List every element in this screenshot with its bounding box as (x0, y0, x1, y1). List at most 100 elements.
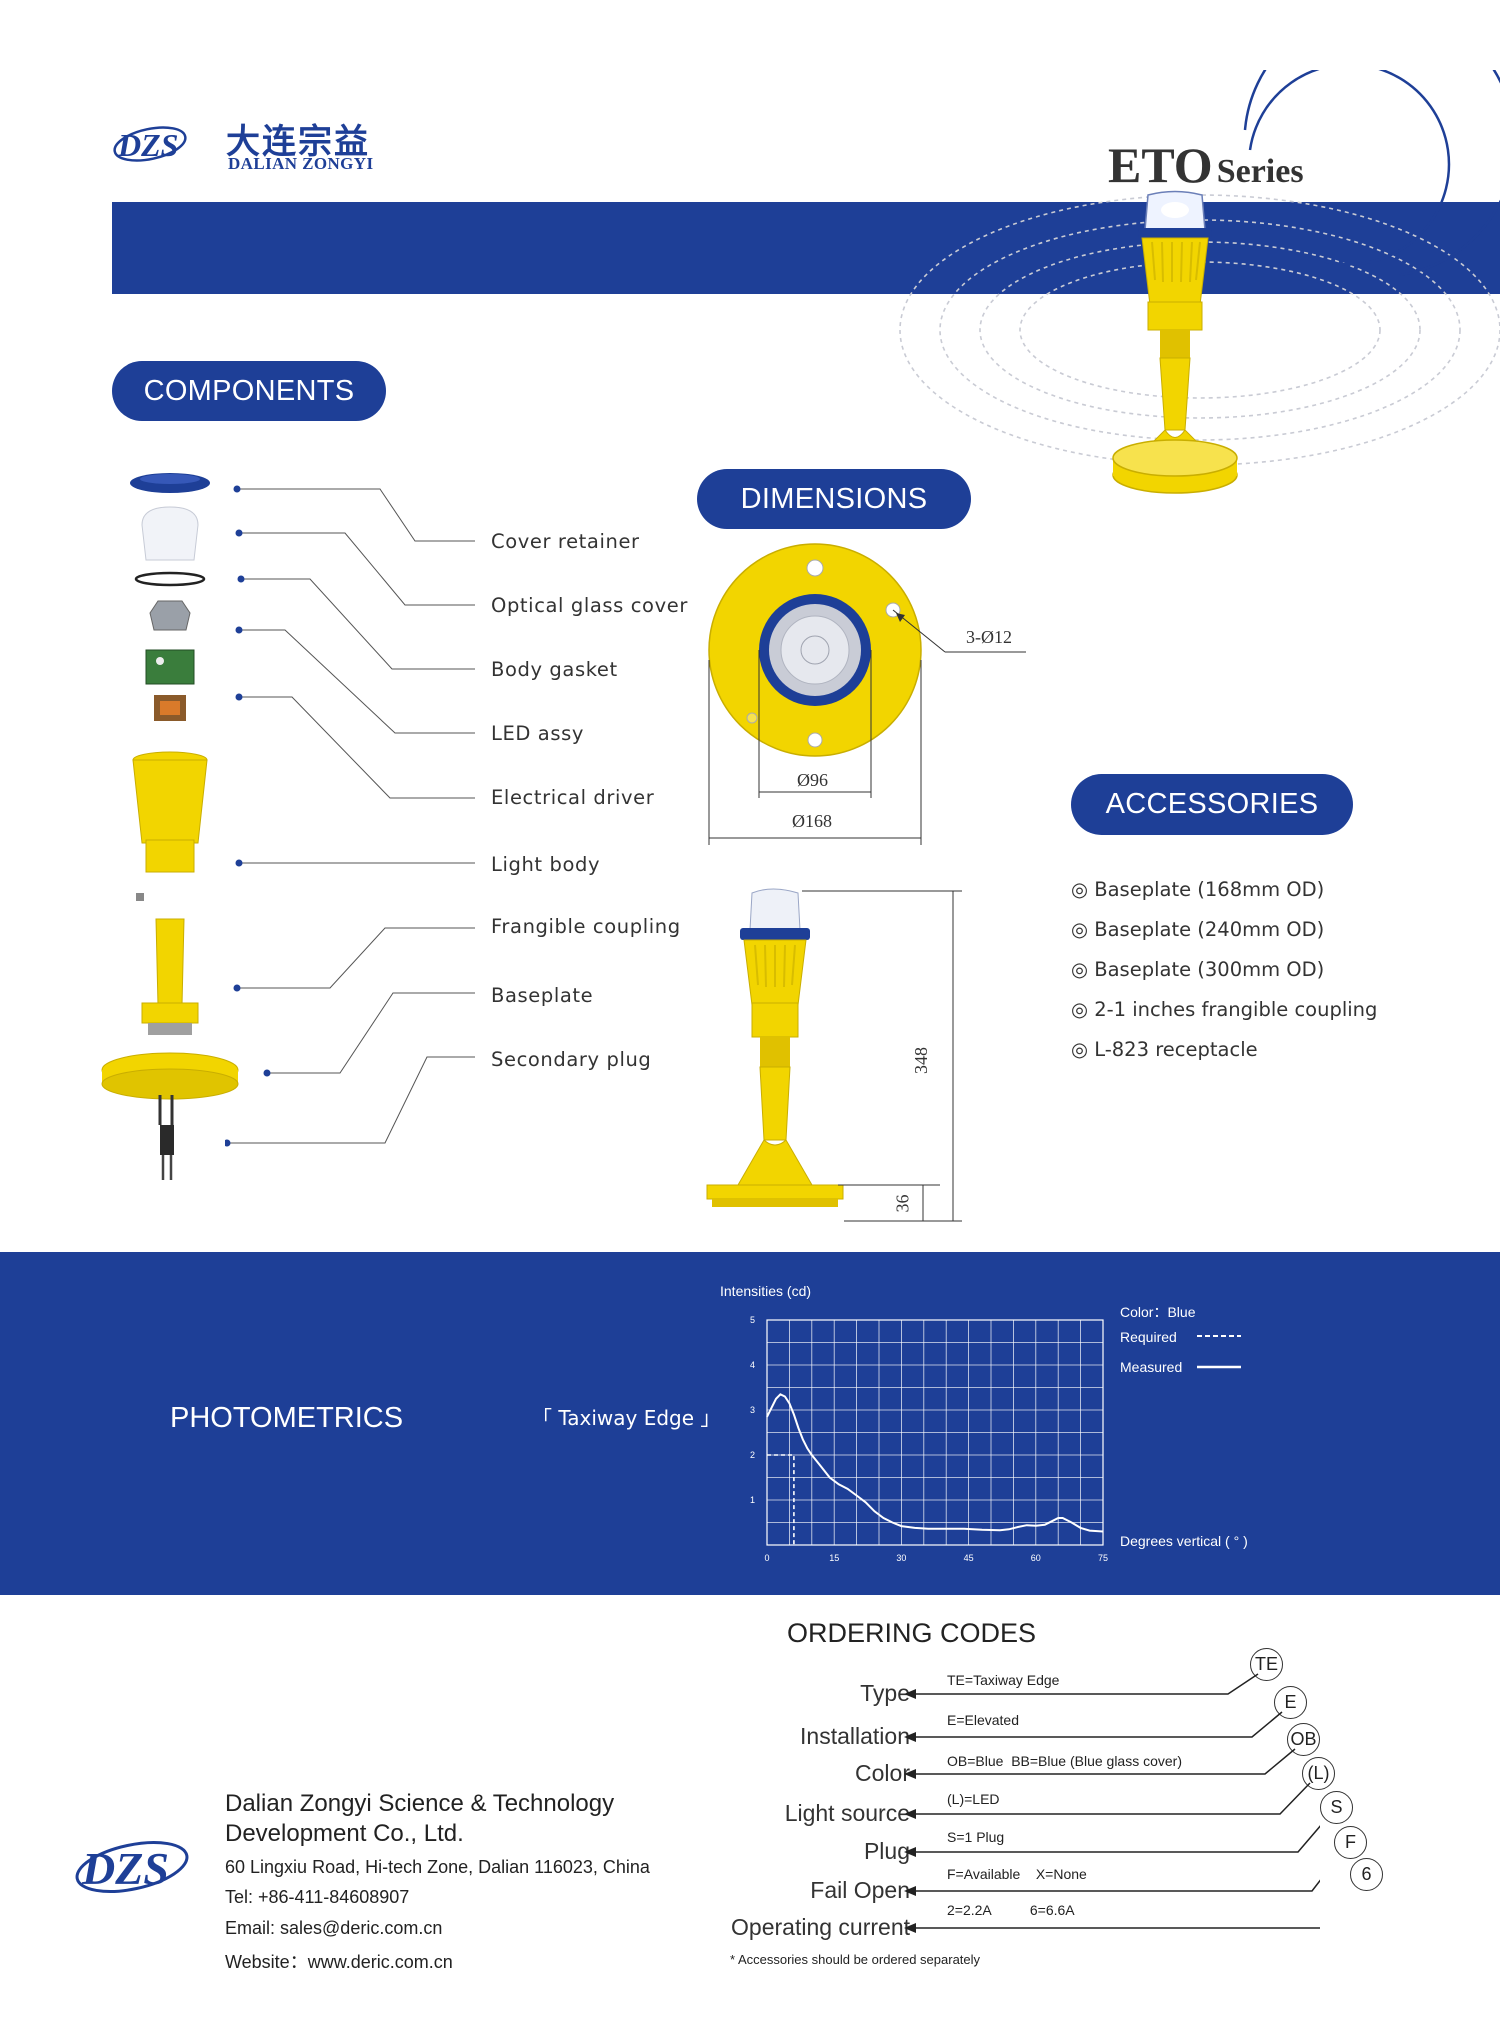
legend-required: Required (1120, 1329, 1177, 1345)
svg-text:DZS: DZS (81, 1843, 169, 1894)
x-tick-label: 0 (764, 1553, 769, 1563)
component-label-secondary-plug: Secondary plug (491, 1048, 652, 1071)
components-exploded-view (101, 473, 239, 1180)
company-tel: Tel: +86-411-84608907 (225, 1887, 410, 1907)
ordering-label: Plug (863, 1838, 910, 1864)
ordering-code: E=Elevated (947, 1712, 1019, 1728)
ordering-label: Light source (784, 1800, 910, 1826)
bullet-icon: ◎ (1071, 918, 1089, 941)
x-tick-label: 15 (829, 1553, 839, 1563)
dimension-outer-label: Ø168 (792, 811, 832, 831)
measured-series-line (766, 1393, 1104, 1533)
ordering-code: TE=Taxiway Edge (947, 1672, 1060, 1688)
y-tick-label: 3 (750, 1405, 755, 1415)
company-name-line1: Dalian Zongyi Science & Technology (225, 1790, 615, 1817)
bullet-icon: ◎ (1071, 958, 1089, 981)
ordering-code: F=Available X=None (947, 1866, 1087, 1882)
series-suffix: Series (1216, 153, 1304, 190)
component-label-baseplate: Baseplate (491, 984, 594, 1007)
y-tick-label: 2 (750, 1450, 755, 1460)
photometrics-band (0, 1252, 1500, 1595)
company-name-line2: Development Co., Ltd. (225, 1820, 464, 1847)
y-tick-label: 1 (750, 1495, 755, 1505)
legend-swatches (1197, 1335, 1241, 1369)
accessory-item: ◎ Baseplate (240mm OD) (1071, 918, 1325, 941)
brand-logo: DZS (110, 118, 190, 170)
accessory-item: ◎ 2-1 inches frangible coupling (1071, 998, 1378, 1021)
ordering-label: Installation (800, 1723, 910, 1749)
x-tick-label: 30 (896, 1553, 906, 1563)
ordering-leader-line (915, 1711, 1283, 1738)
component-label-light-body: Light body (491, 853, 601, 876)
component-label-frangible-coupling: Frangible coupling (491, 915, 681, 938)
dimensions-side-view (706, 888, 962, 1222)
component-label-led-assy: LED assy (491, 722, 585, 745)
ordering-label: Operating current (731, 1914, 910, 1940)
ordering-code-circle: 6 (1350, 1858, 1383, 1891)
ordering-code-circle: F (1334, 1826, 1367, 1859)
company-website: Website：www.deric.com.cn (225, 1952, 453, 1972)
component-label-optical-glass-cover: Optical glass cover (491, 594, 688, 617)
y-tick-label: 5 (750, 1315, 755, 1325)
x-tick-label: 75 (1098, 1553, 1108, 1563)
ordering-leader-line (915, 1782, 1311, 1815)
brand-name-cn: 大连宗益 (226, 122, 370, 162)
component-label-electrical-driver: Electrical driver (491, 786, 655, 809)
dimension-hole-label: 3-Ø12 (966, 627, 1012, 647)
ordering-note: * Accessories should be ordered separate… (730, 1952, 981, 1967)
company-email: Email: sales@deric.com.cn (225, 1918, 443, 1938)
ordering-code-circle: (L) (1302, 1757, 1335, 1790)
dzs-logo-icon: DZS (75, 1841, 189, 1894)
brand-name-en: DALIAN ZONGYI (228, 154, 374, 173)
photometrics-label: 「 Taxiway Edge 」 (532, 1406, 721, 1430)
ordering-leader-line (915, 1825, 1320, 1853)
arrow-left-icon (904, 1923, 916, 1933)
arrow-left-icon (904, 1847, 916, 1857)
ordering-heading: ORDERING CODES (787, 1618, 1037, 1648)
x-tick-label: 45 (964, 1553, 974, 1563)
ordering-leader-line (915, 1748, 1296, 1775)
ordering-label: Type (860, 1680, 910, 1706)
component-label-cover-retainer: Cover retainer (491, 530, 640, 553)
required-series-line (767, 1454, 795, 1545)
ordering-code: S=1 Plug (947, 1829, 1005, 1845)
ordering-leader-lines (904, 1673, 1320, 1933)
ordering-leader-line (915, 1879, 1320, 1892)
accessory-item: ◎ Baseplate (168mm OD) (1071, 878, 1325, 901)
arrow-left-icon (904, 1732, 916, 1742)
chart-ylabel: Intensities (cd) (720, 1283, 812, 1299)
legend-color: Color：Blue (1120, 1304, 1196, 1320)
dimension-base-height-label: 36 (892, 1194, 913, 1213)
ordering-label: Color (855, 1760, 910, 1786)
ordering-label: Fail Open (810, 1877, 910, 1903)
series-title: ETO Series (1108, 136, 1304, 194)
ordering-code: (L)=LED (947, 1791, 1000, 1807)
ordering-leader-line (915, 1673, 1259, 1695)
arrow-left-icon (904, 1886, 916, 1896)
header-band (112, 202, 1500, 294)
dimensions-heading: DIMENSIONS (697, 469, 971, 529)
dimension-inner-label: Ø96 (797, 770, 828, 790)
footer-logo: DZS (70, 1832, 195, 1902)
photometrics-heading: PHOTOMETRICS (170, 1402, 404, 1434)
arrow-left-icon (904, 1689, 916, 1699)
svg-text:DZS: DZS (117, 127, 178, 163)
arrow-left-icon (904, 1769, 916, 1779)
y-tick-label: 4 (750, 1360, 755, 1370)
accessory-item: ◎ Baseplate (300mm OD) (1071, 958, 1325, 981)
dimension-height-label: 348 (911, 1047, 931, 1074)
dimensions-top-view (708, 543, 1026, 845)
legend-measured: Measured (1120, 1359, 1183, 1375)
x-tick-label: 60 (1031, 1553, 1041, 1563)
bullet-icon: ◎ (1071, 878, 1089, 901)
arrow-left-icon (904, 1809, 916, 1819)
bullet-icon: ◎ (1071, 1038, 1089, 1061)
series-main: ETO (1108, 137, 1213, 193)
bullet-icon: ◎ (1071, 998, 1089, 1021)
product-lamp-image (1112, 190, 1238, 494)
ordering-code: OB=Blue BB=Blue (Blue glass cover) (947, 1753, 1183, 1769)
accessories-heading: ACCESSORIES (1071, 774, 1353, 835)
components-leader-lines (225, 485, 475, 1147)
chart-xlabel: Degrees vertical ( ° ) (1120, 1533, 1248, 1549)
